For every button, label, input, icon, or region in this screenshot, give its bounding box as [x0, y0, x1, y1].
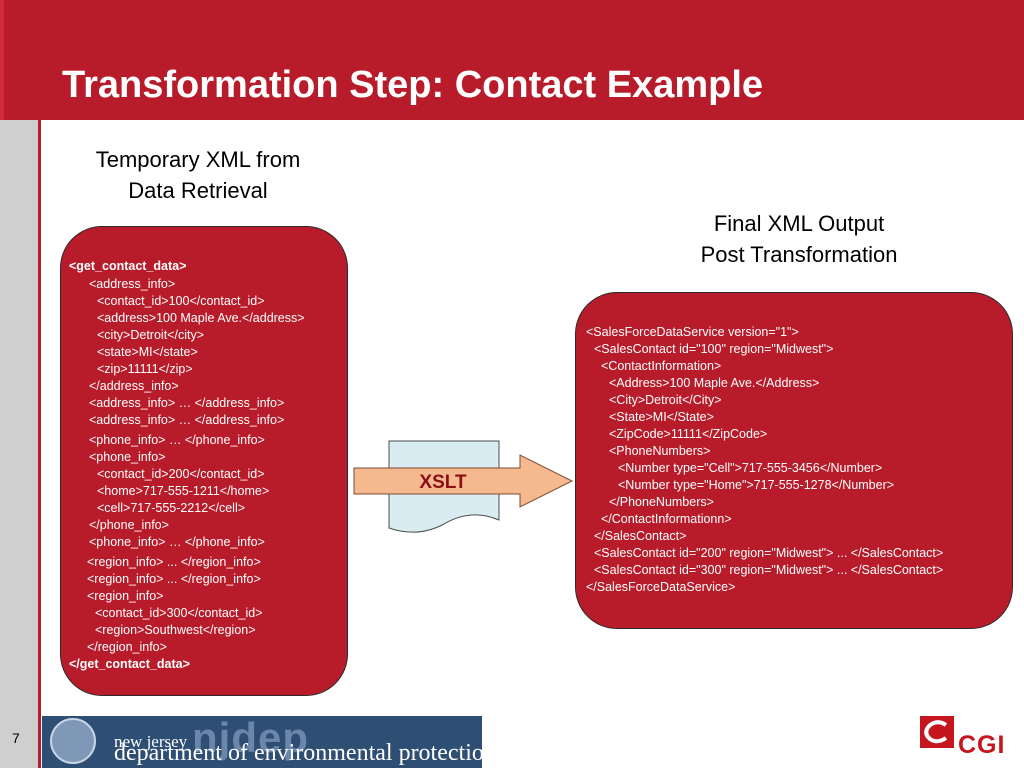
code-line: <contact_id>300</contact_id>	[95, 606, 263, 620]
slide-number: 7	[12, 730, 20, 746]
code-line: <phone_info>	[89, 450, 166, 464]
njdep-logo: njdep new jersey department of environme…	[42, 716, 482, 768]
code-line: <PhoneNumbers>	[609, 444, 711, 458]
code-line: <region_info> ... </region_info>	[87, 555, 261, 569]
code-line: <City>Detroit</City>	[609, 393, 722, 407]
code-line: <get_contact_data>	[69, 259, 187, 273]
code-line: </SalesContact>	[594, 529, 687, 543]
code-line: </phone_info>	[89, 518, 169, 532]
code-line: <Number type="Home">717-555-1278</Number…	[618, 478, 895, 492]
code-line: <ContactInformation>	[601, 359, 722, 373]
side-divider-line	[38, 120, 41, 768]
agency-name-text: department of environmental protection	[114, 740, 482, 766]
code-line: </ContactInformationn>	[601, 512, 732, 526]
left-heading-line2: Data Retrieval	[128, 178, 268, 203]
transformation-arrow	[353, 454, 574, 508]
left-heading-line1: Temporary XML from	[95, 147, 301, 172]
temporary-xml-box: <get_contact_data> <address_info> <conta…	[60, 226, 348, 696]
right-heading-line2: Post Transformation	[700, 242, 898, 267]
code-line: <zip>11111</zip>	[97, 362, 193, 376]
code-line: </get_contact_data>	[69, 657, 190, 671]
cgi-logo-icon	[920, 716, 954, 748]
code-line: <phone_info> … </phone_info>	[89, 535, 265, 549]
code-line: <phone_info> … </phone_info>	[89, 433, 265, 447]
xslt-label: XSLT	[419, 472, 467, 493]
code-line: <Number type="Cell">717-555-3456</Number…	[618, 461, 883, 475]
code-line: <address_info> … </address_info>	[89, 413, 285, 427]
njdep-seal-icon	[50, 718, 96, 764]
code-line: <State>MI</State>	[609, 410, 714, 424]
code-line: <ZipCode>11111</ZipCode>	[609, 427, 768, 441]
code-line: <region>Southwest</region>	[95, 623, 256, 637]
left-heading: Temporary XML from Data Retrieval	[70, 144, 326, 206]
code-line: <address>100 Maple Ave.</address>	[97, 311, 305, 325]
right-heading-line1: Final XML Output	[713, 211, 885, 236]
slide-title: Transformation Step: Contact Example	[62, 64, 764, 106]
code-line: <contact_id>200</contact_id>	[97, 467, 265, 481]
final-xml-box: <SalesForceDataService version="1"> <Sal…	[575, 292, 1013, 629]
code-line: <SalesContact id="200" region="Midwest">…	[594, 546, 944, 560]
code-line: <Address>100 Maple Ave.</Address>	[609, 376, 820, 390]
title-left-edge	[0, 0, 4, 120]
code-line: <SalesContact id="300" region="Midwest">…	[594, 563, 944, 577]
code-line: <region_info>	[87, 589, 164, 603]
code-line: <state>MI</state>	[97, 345, 198, 359]
code-line: <home>717-555-1211</home>	[97, 484, 270, 498]
code-line: <address_info> … </address_info>	[89, 396, 285, 410]
code-line: </PhoneNumbers>	[609, 495, 714, 509]
code-line: <region_info> ... </region_info>	[87, 572, 261, 586]
code-line: <cell>717-555-2212</cell>	[97, 501, 246, 515]
left-side-bar	[0, 120, 38, 768]
code-line: <address_info>	[89, 277, 176, 291]
code-line: </SalesForceDataService>	[586, 580, 736, 594]
right-heading: Final XML Output Post Transformation	[665, 208, 933, 270]
code-line: <contact_id>100</contact_id>	[97, 294, 265, 308]
code-line: </address_info>	[89, 379, 179, 393]
njdep-watermark: njdep	[192, 716, 309, 761]
code-line: <SalesForceDataService version="1">	[586, 325, 799, 339]
xslt-document-shape	[388, 440, 500, 533]
agency-state-text: new jersey	[114, 732, 188, 751]
code-line: <city>Detroit</city>	[97, 328, 204, 342]
code-line: </region_info>	[87, 640, 167, 654]
title-bar	[0, 0, 1024, 120]
code-line: <SalesContact id="100" region="Midwest">	[594, 342, 834, 356]
cgi-logo-text: CGI	[958, 731, 1006, 759]
